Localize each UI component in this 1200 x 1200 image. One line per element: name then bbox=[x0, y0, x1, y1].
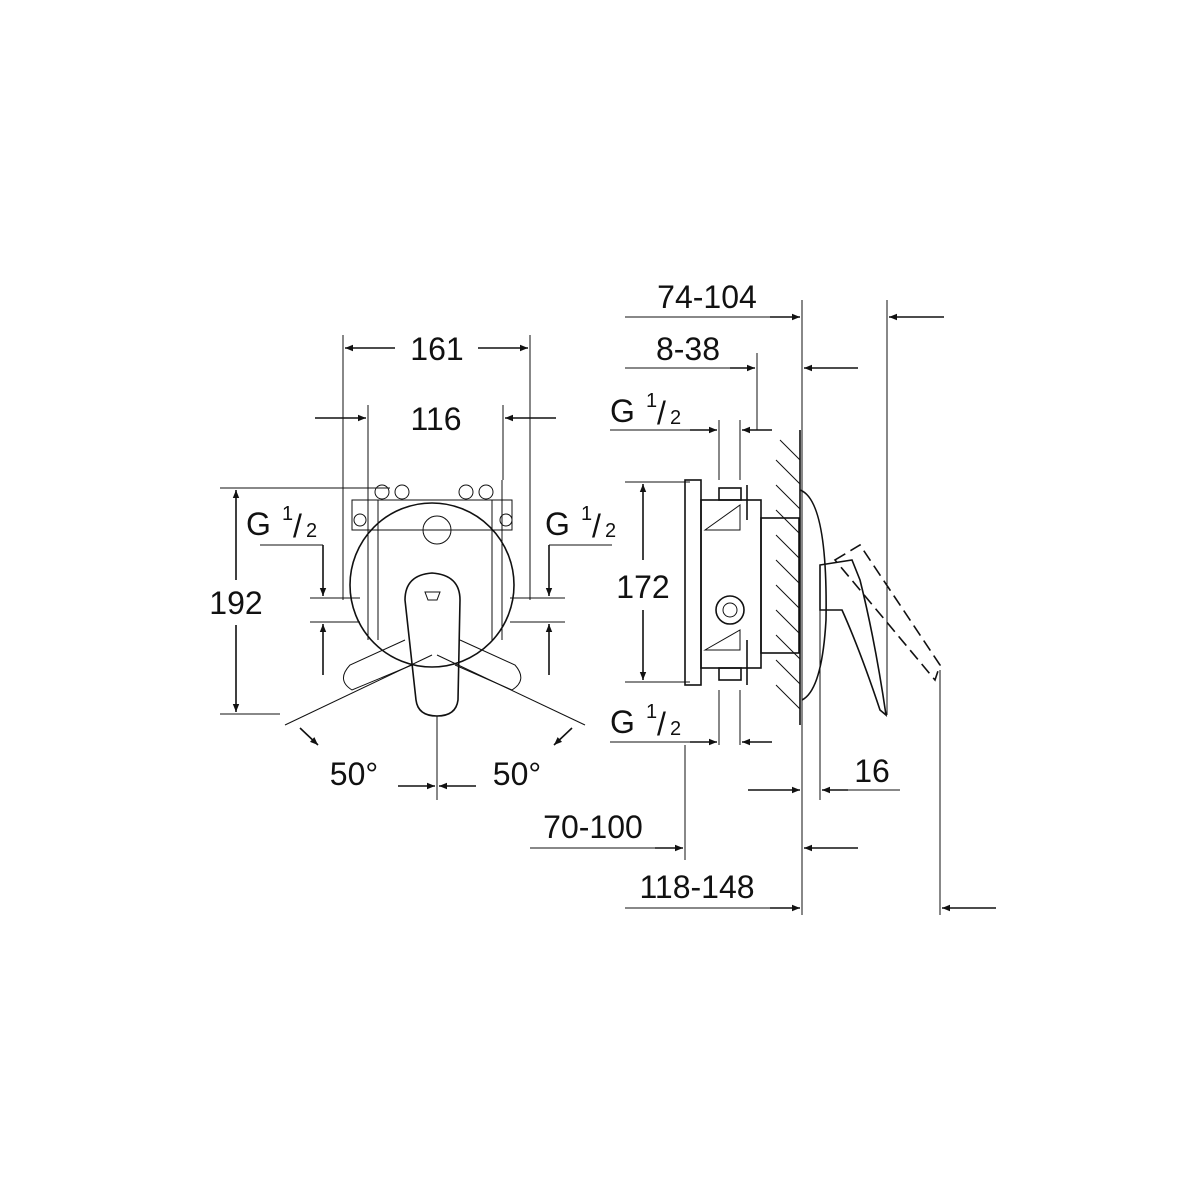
thread-right: G 1 / 2 bbox=[510, 503, 616, 675]
thread-top-label: G bbox=[610, 393, 635, 429]
dim-label-116: 116 bbox=[410, 401, 461, 437]
dim-label-70-100: 70-100 bbox=[543, 809, 643, 845]
thread-top-num: 1 bbox=[646, 390, 657, 412]
thread-top-slash: / bbox=[657, 395, 666, 431]
dimension-116: 116 bbox=[315, 401, 556, 480]
front-view: 161 116 192 G 1 / 2 bbox=[209, 331, 616, 800]
thread-left: G 1 / 2 bbox=[246, 503, 360, 675]
wall-section bbox=[775, 430, 801, 725]
thread-bottom-den: 2 bbox=[670, 718, 681, 740]
thread-left-slash: / bbox=[293, 508, 302, 544]
side-view: 74-104 8-38 G 1 / 2 172 G bbox=[530, 279, 996, 915]
dim-label-118-148: 118-148 bbox=[639, 869, 754, 905]
mounting-plate bbox=[349, 480, 515, 668]
valve-body bbox=[684, 479, 800, 686]
thread-left-label: G bbox=[246, 506, 271, 542]
thread-right-num: 1 bbox=[581, 503, 592, 525]
dimension-8-38: 8-38 bbox=[625, 331, 858, 372]
dim-label-8-38: 8-38 bbox=[656, 331, 720, 367]
angle-right-label: 50° bbox=[493, 756, 541, 792]
dimension-118-148: 118-148 bbox=[625, 869, 996, 912]
angle-left-label: 50° bbox=[330, 756, 378, 792]
handle-side bbox=[799, 489, 941, 717]
dimension-74-104: 74-104 bbox=[625, 279, 944, 321]
thread-bottom-label: G bbox=[610, 704, 635, 740]
thread-top: G 1 / 2 bbox=[610, 390, 772, 434]
dim-label-16: 16 bbox=[854, 753, 890, 789]
thread-top-den: 2 bbox=[670, 407, 681, 429]
lever-handle bbox=[284, 572, 586, 800]
dim-label-172: 172 bbox=[616, 569, 669, 605]
dimension-161: 161 bbox=[342, 331, 531, 600]
thread-right-den: 2 bbox=[605, 520, 616, 542]
dimension-192: 192 bbox=[209, 487, 390, 715]
dimension-70-100: 70-100 bbox=[530, 809, 858, 852]
dimension-172: 172 bbox=[616, 481, 690, 683]
thread-right-slash: / bbox=[592, 508, 601, 544]
dimension-16: 16 bbox=[748, 753, 900, 794]
dim-label-74-104: 74-104 bbox=[657, 279, 757, 315]
thread-left-num: 1 bbox=[282, 503, 293, 525]
thread-bottom: G 1 / 2 bbox=[610, 701, 772, 746]
dim-label-192: 192 bbox=[209, 585, 262, 621]
thread-right-label: G bbox=[545, 506, 570, 542]
thread-bottom-num: 1 bbox=[646, 701, 657, 723]
thread-bottom-slash: / bbox=[657, 706, 666, 742]
dim-label-161: 161 bbox=[410, 331, 463, 367]
thread-left-den: 2 bbox=[306, 520, 317, 542]
